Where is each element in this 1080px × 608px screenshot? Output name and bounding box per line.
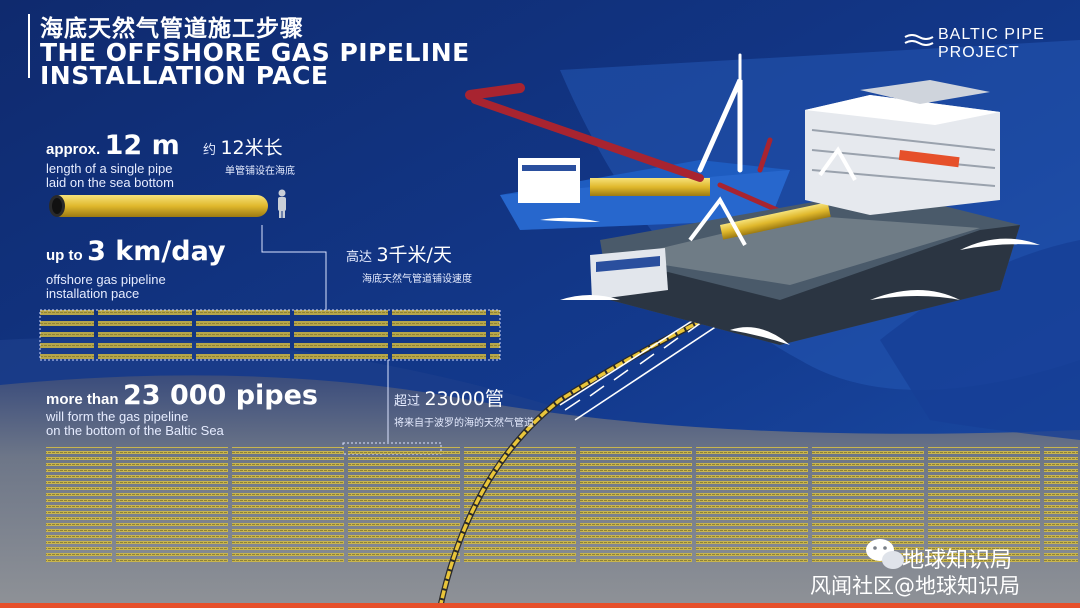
person-scale-icon (278, 189, 286, 218)
fact-pipe-length-desc-1: length of a single pipe (46, 161, 173, 176)
watermark-community: 风闻社区@地球知识局 (810, 574, 1020, 598)
total-pipes-block (46, 447, 1078, 565)
fact-pipe-length-cn-prefix: 约 (203, 143, 217, 158)
fact-pipe-length-desc-2: laid on the sea bottom (46, 175, 174, 190)
waves-icon (904, 34, 934, 46)
fact-pipe-length-cn: 约 12米长 (203, 133, 283, 160)
fact-pipe-length-cn-desc: 单管铺设在海底 (225, 166, 295, 177)
fact-pipe-length-lead: approx. (46, 141, 101, 158)
title-chinese: 海底天然气管道施工步骤 (40, 16, 304, 42)
title-english-line2: INSTALLATION PACE (40, 61, 329, 90)
pipelay-vessel (590, 80, 1020, 345)
title-rule (28, 14, 30, 78)
fact-count-desc-1: will form the gas pipeline (46, 409, 189, 424)
fact-count-cn: 超过 23000管 (394, 384, 504, 411)
fact-pipe-length-headline: approx. 12 m (46, 130, 180, 161)
crane (465, 53, 803, 223)
fact-pipe-length-value: 12 m (104, 130, 180, 161)
fact-count-desc-2: on the bottom of the Baltic Sea (46, 423, 224, 438)
fact-count-cn-value: 23000管 (424, 388, 504, 410)
waves (540, 217, 1040, 345)
accent-bar (0, 603, 1080, 608)
logo-text-line1: BALTIC PIPE (938, 26, 1045, 43)
watermark-source: 地球知识局 (902, 548, 1013, 573)
fact-pace-desc-2: installation pace (46, 286, 140, 301)
fact-pace-cn-desc: 海底天然气管道铺设速度 (362, 274, 472, 285)
fact-pipe-length-cn-value: 12米长 (220, 137, 283, 159)
single-pipe-graphic (49, 195, 268, 217)
fact-count-cn-desc: 将来自于波罗的海的天然气管道 (394, 418, 534, 429)
wechat-icon (866, 539, 904, 569)
fact-pace-value: 3 km/day (87, 236, 226, 267)
daily-pipes-block (39, 309, 501, 361)
fact-count-cn-prefix: 超过 (394, 394, 421, 409)
fact-pace-desc-1: offshore gas pipeline (46, 272, 166, 287)
fact-pace-headline: up to 3 km/day (46, 236, 226, 267)
logo-text-line2: PROJECT (938, 44, 1020, 61)
fact-count-lead: more than (46, 391, 119, 408)
fact-count-headline: more than 23 000 pipes (46, 380, 318, 411)
fact-count-value: 23 000 pipes (122, 380, 318, 411)
fact-pace-cn-value: 3千米/天 (376, 244, 452, 266)
title-english-line1: THE OFFSHORE GAS PIPELINE (40, 38, 470, 67)
fact-pace-lead: up to (46, 247, 83, 264)
fact-pace-cn-prefix: 高达 (346, 250, 373, 265)
fact-pace-cn: 高达 3千米/天 (346, 240, 452, 267)
